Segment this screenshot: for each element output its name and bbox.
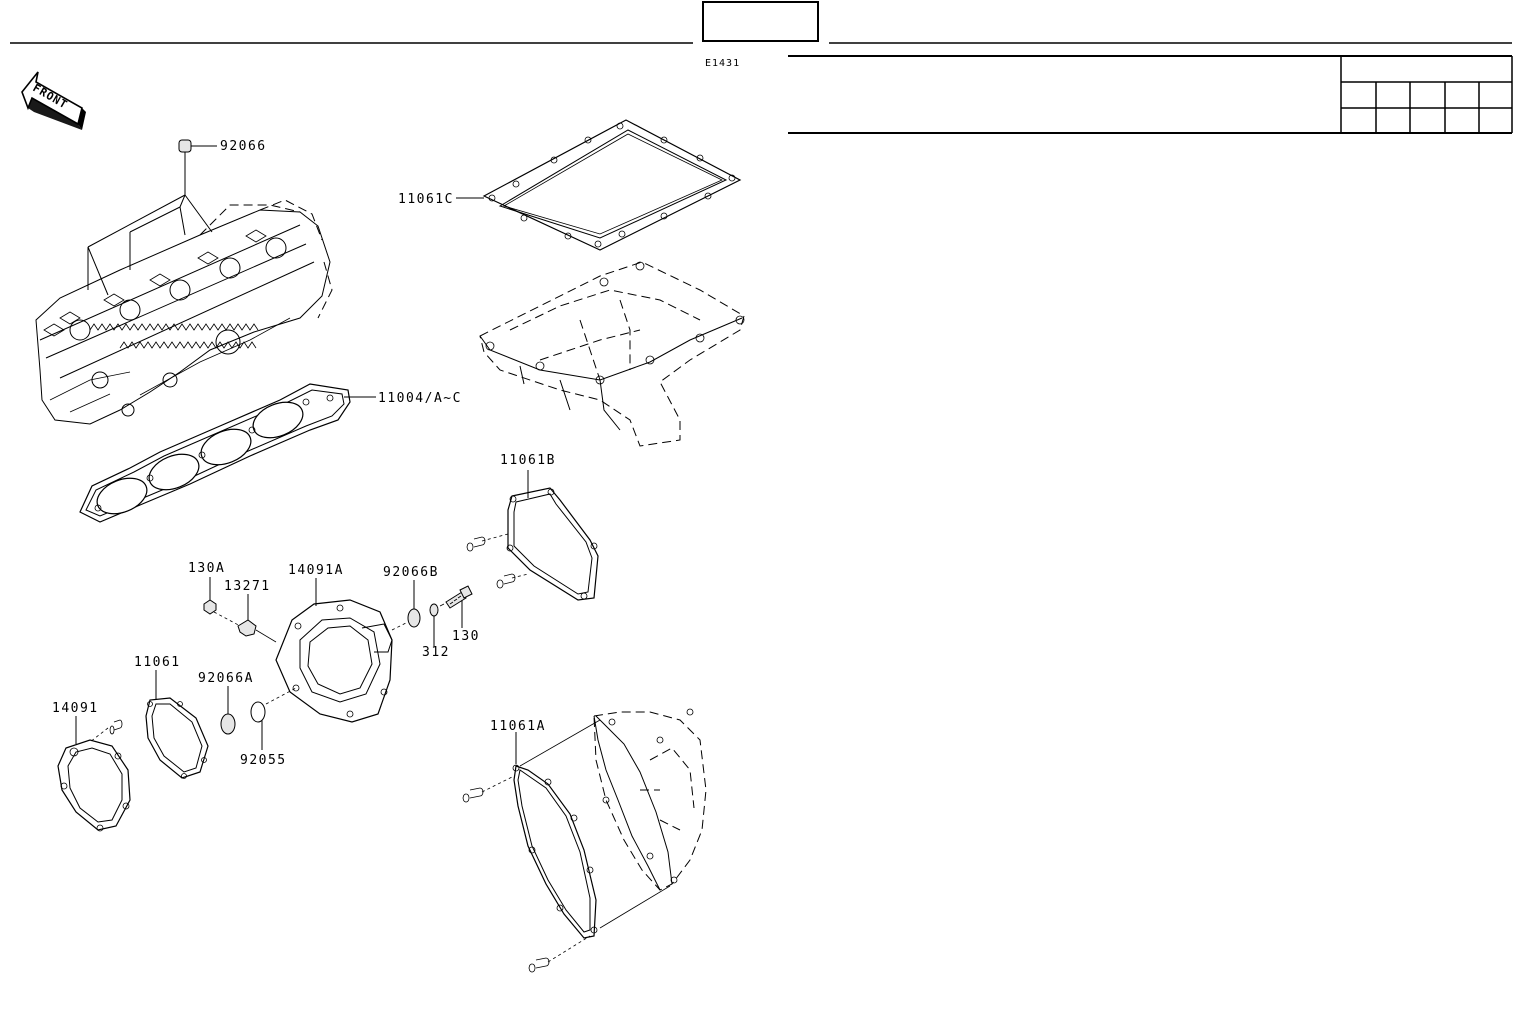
info-table	[788, 55, 1513, 134]
svg-text:92066B: 92066B	[383, 565, 439, 580]
header-blank-box	[702, 1, 819, 42]
plate-13271-illustration: 13271	[224, 579, 277, 643]
washer-312-illustration: 312	[422, 603, 450, 660]
cylinder-head-illustration	[35, 199, 333, 425]
svg-text:11061A: 11061A	[490, 719, 546, 734]
plug-92066B-illustration: 92066B	[383, 565, 439, 631]
svg-text:11004/A~C: 11004/A~C	[378, 391, 462, 406]
svg-text:14091A: 14091A	[288, 563, 344, 578]
svg-text:11061: 11061	[134, 655, 181, 670]
svg-text:11061B: 11061B	[500, 453, 556, 468]
cover-14091-illustration: 14091	[52, 701, 131, 832]
callout-92066: 92066	[87, 139, 267, 296]
bolt-130A-illustration: 130A	[188, 561, 245, 629]
svg-text:312: 312	[422, 645, 450, 660]
front-arrow-icon: FRONT	[21, 71, 86, 130]
oil-pan-illustration	[479, 261, 745, 447]
svg-text:130: 130	[452, 629, 480, 644]
clutch-cover-illustration	[593, 708, 707, 891]
cover-14091A-illustration: 14091A	[275, 563, 393, 723]
bolt-130-illustration: 130	[439, 585, 480, 644]
plug-92066A-illustration: 92066A	[198, 671, 254, 735]
diagram-code: E1431	[705, 58, 740, 69]
svg-text:11061C: 11061C	[398, 192, 454, 207]
svg-text:14091: 14091	[52, 701, 99, 716]
head-gasket-illustration: 11004/A~C	[79, 383, 462, 523]
svg-text:92055: 92055	[240, 753, 287, 768]
svg-text:92066A: 92066A	[198, 671, 254, 686]
gasket-11061A-illustration: 11061A	[462, 719, 671, 973]
gasket-11061B-illustration: 11061B	[466, 453, 599, 601]
svg-text:130A: 130A	[188, 561, 225, 576]
gasket-11061-illustration: 11061	[134, 655, 209, 779]
svg-text:92066: 92066	[220, 139, 267, 154]
svg-text:13271: 13271	[224, 579, 271, 594]
oring-92055-illustration: 92055	[240, 687, 297, 768]
oil-pan-gasket-illustration: 11061C	[398, 119, 742, 251]
